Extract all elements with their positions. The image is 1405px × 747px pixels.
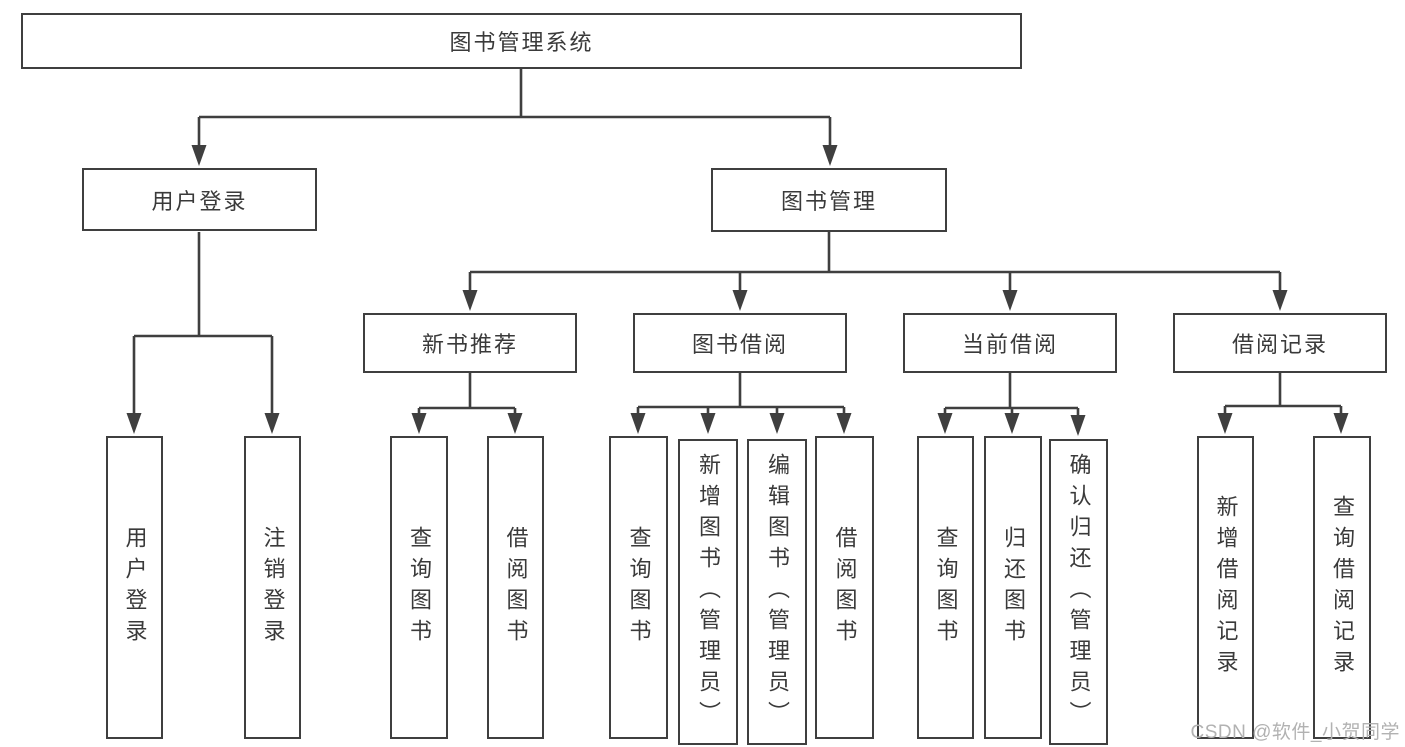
arrowhead (1070, 415, 1086, 436)
node-borrow-records: 借阅记录 (1173, 313, 1387, 373)
connector-root-to-level2 (197, 69, 832, 151)
arrowhead (769, 413, 785, 434)
arrowhead (1272, 290, 1288, 311)
node-new-book-recommend: 新书推荐 (363, 313, 577, 373)
connector-userlogin-to-leaves (132, 232, 274, 418)
node-book-borrow: 图书借阅 (633, 313, 847, 373)
leaf-add-books-admin: 新增图书（管理员） (678, 439, 738, 745)
arrowhead (411, 413, 427, 434)
arrowhead (836, 413, 852, 434)
connector-borrowrecord-to-leaves (1223, 373, 1343, 418)
arrowhead (191, 145, 207, 166)
connector-bookmgmt-to-level3 (468, 232, 1282, 295)
watermark: CSDN @软件_小贺同学 (1190, 722, 1400, 743)
arrowhead (700, 413, 716, 434)
arrowhead (1004, 413, 1020, 434)
leaf-confirm-return-admin: 确认归还（管理员） (1049, 439, 1108, 745)
arrowhead (937, 413, 953, 434)
node-user-login: 用户登录 (82, 168, 317, 231)
leaf-newbook-borrow-books: 借阅图书 (487, 436, 544, 739)
connector-newbook-to-leaves (417, 373, 517, 418)
connector-bookborrow-to-leaves (636, 373, 846, 418)
node-root-system: 图书管理系统 (21, 13, 1022, 69)
leaf-add-borrow-record: 新增借阅记录 (1197, 436, 1254, 739)
leaf-user-login: 用户登录 (106, 436, 163, 739)
leaf-borrow-query-books: 查询图书 (609, 436, 668, 739)
leaf-current-query-books: 查询图书 (917, 436, 974, 739)
arrowhead (630, 413, 646, 434)
arrowhead (507, 413, 523, 434)
leaf-edit-books-admin: 编辑图书（管理员） (747, 439, 807, 745)
arrowhead (732, 290, 748, 311)
leaf-query-borrow-record: 查询借阅记录 (1313, 436, 1371, 739)
arrowhead (1002, 290, 1018, 311)
node-book-management: 图书管理 (711, 168, 947, 232)
arrowhead (264, 413, 280, 434)
leaf-logout: 注销登录 (244, 436, 301, 739)
node-current-borrow: 当前借阅 (903, 313, 1117, 373)
arrowhead (822, 145, 838, 166)
arrowhead (126, 413, 142, 434)
arrowhead (1217, 413, 1233, 434)
arrowhead (462, 290, 478, 311)
leaf-newbook-query-books: 查询图书 (390, 436, 448, 739)
arrowhead (1333, 413, 1349, 434)
leaf-return-books: 归还图书 (984, 436, 1042, 739)
connector-currentborrow-to-leaves (943, 373, 1080, 418)
leaf-borrow-borrow-books: 借阅图书 (815, 436, 874, 739)
